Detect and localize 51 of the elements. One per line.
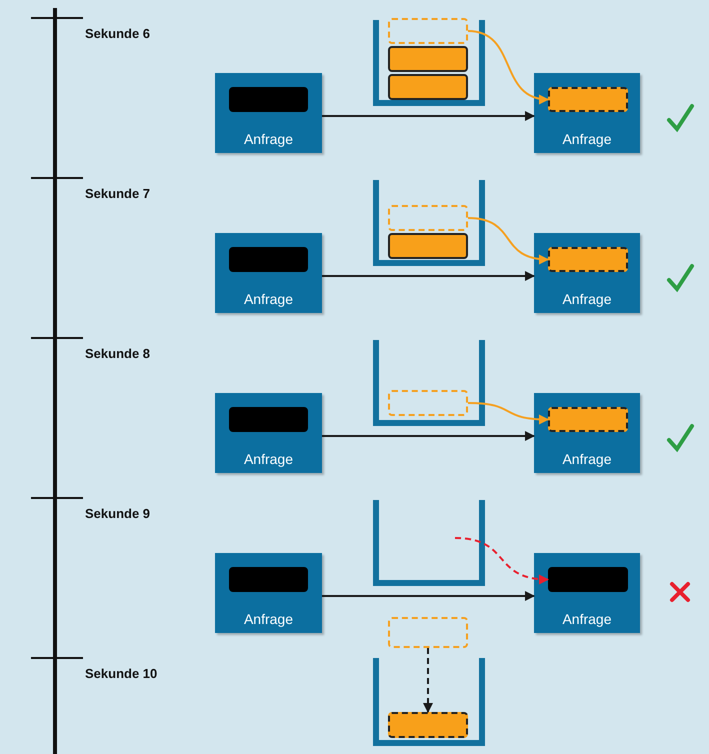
time-label: Sekunde 9 — [85, 506, 150, 521]
box-label: Anfrage — [242, 291, 294, 307]
token-box — [388, 712, 468, 738]
request-box — [215, 233, 322, 313]
token-bar — [229, 87, 308, 112]
token-box — [548, 407, 628, 432]
box-label: Anfrage — [561, 451, 613, 467]
token-bar — [229, 567, 308, 592]
arrow — [423, 648, 433, 713]
time-label: Sekunde 8 — [85, 346, 150, 361]
arrow — [468, 217, 549, 264]
time-label: Sekunde 6 — [85, 26, 150, 41]
box-label: Anfrage — [561, 611, 613, 627]
token-bar — [229, 247, 308, 272]
box-label: Anfrage — [242, 611, 294, 627]
token-box — [548, 247, 628, 272]
request-box — [534, 393, 640, 473]
request-box — [534, 233, 640, 313]
token-box — [388, 617, 468, 648]
arrow — [322, 111, 535, 121]
box-label: Anfrage — [242, 451, 294, 467]
bucket-container — [373, 180, 485, 266]
request-box — [215, 553, 322, 633]
box-label: Anfrage — [561, 131, 613, 147]
arrow — [322, 431, 535, 441]
arrow — [322, 591, 535, 601]
arrow — [468, 402, 549, 424]
bucket-container — [373, 500, 485, 586]
request-box — [534, 553, 640, 633]
box-label: Anfrage — [561, 291, 613, 307]
time-label: Sekunde 7 — [85, 186, 150, 201]
box-label: Anfrage — [242, 131, 294, 147]
arrow — [454, 537, 549, 584]
token-box — [388, 233, 468, 259]
bucket-container — [373, 20, 485, 106]
bucket-container — [373, 658, 485, 746]
arrow — [468, 30, 549, 104]
request-box — [534, 73, 640, 153]
token-box — [388, 205, 468, 231]
arrow — [322, 271, 535, 281]
token-box — [388, 74, 468, 100]
token-box — [388, 390, 468, 416]
request-box — [215, 393, 322, 473]
token-bar — [229, 407, 308, 432]
request-box — [215, 73, 322, 153]
token-box — [388, 46, 468, 72]
bucket-container — [373, 340, 485, 426]
token-box — [388, 18, 468, 44]
time-label: Sekunde 10 — [85, 666, 158, 681]
token-bar — [548, 567, 628, 592]
token-box — [548, 87, 628, 112]
